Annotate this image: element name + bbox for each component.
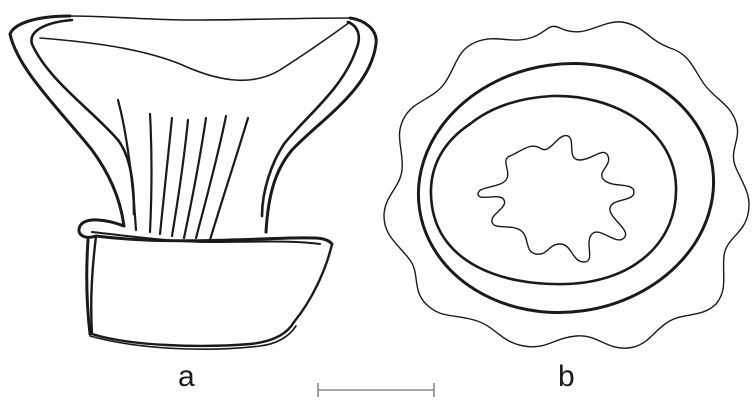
inner-ring [431,96,676,284]
panel-a-label: a [178,362,195,392]
stalk-ribs [118,100,248,240]
scale-bar [318,383,434,397]
panel-b-drawing [384,22,749,348]
cup-outer-outline [10,16,376,232]
cup-bowl-line [40,22,350,80]
panel-b-label: b [558,362,575,392]
stellate-center [478,136,634,262]
panel-a-drawing [10,16,376,349]
base-collar [79,220,332,244]
outer-ring [402,45,730,332]
base-block [91,236,332,346]
cup-rim [70,16,350,20]
outer-wavy-margin [384,22,749,348]
base-left-edge [87,240,90,334]
